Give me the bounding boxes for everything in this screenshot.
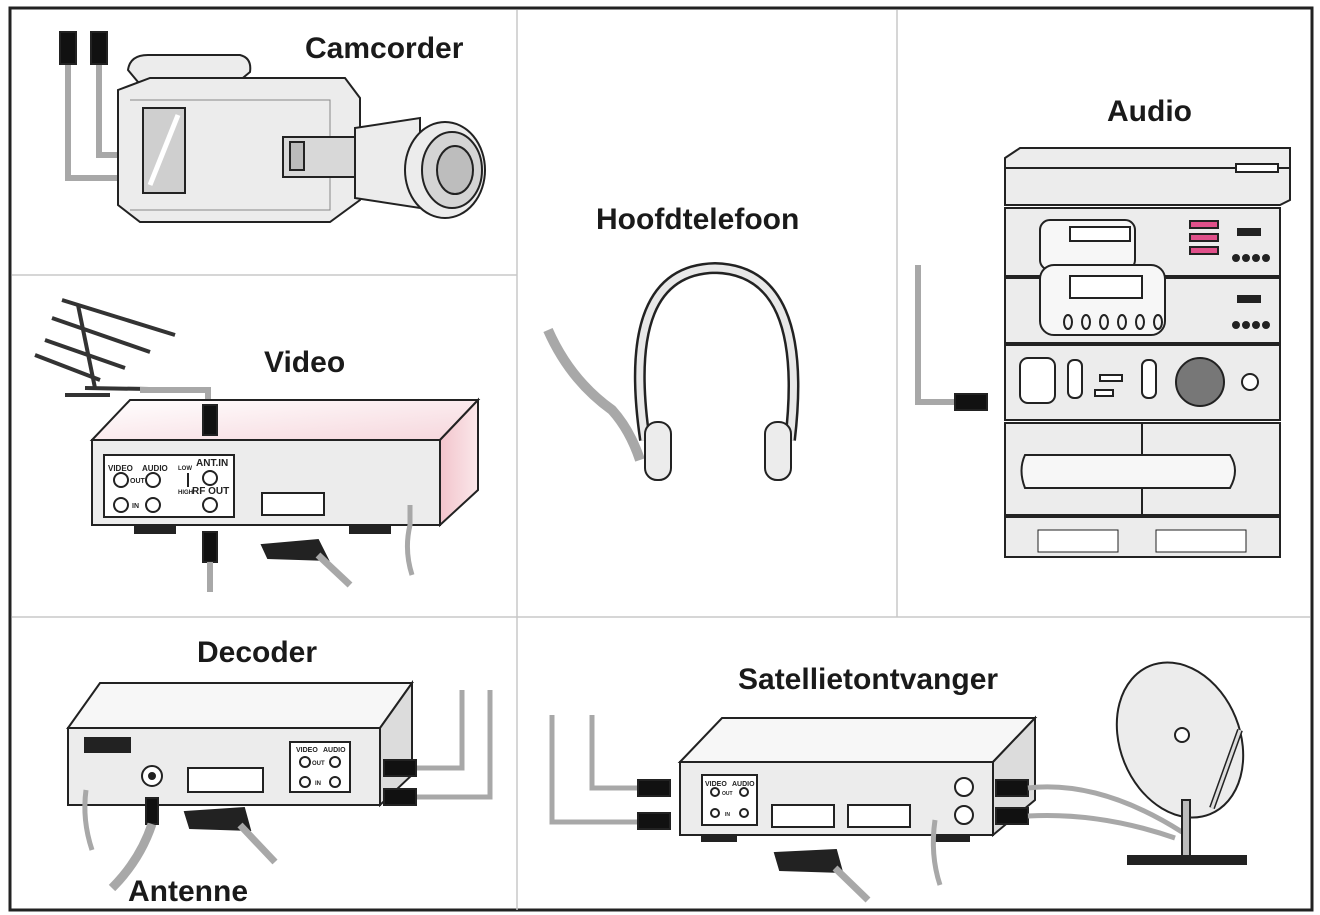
video-panel-text: VIDEO AUDIO OUT IN LOW HIGH ANT.IN RF OU… (108, 458, 229, 510)
sat-panel-video-label: VIDEO (705, 781, 727, 788)
decoder-panel-audio-label: AUDIO (323, 747, 346, 754)
label-satellietontvanger: Satellietontvanger (738, 663, 999, 696)
decoder-panel-text: VIDEO AUDIO OUT IN (296, 747, 346, 787)
headphones-illustration (543, 261, 800, 481)
video-panel-ant-in-label: ANT.IN (196, 458, 228, 469)
sat-panel-text: VIDEO AUDIO OUT IN (705, 781, 755, 818)
decoder-panel-video-label: VIDEO (296, 747, 318, 754)
label-audio: Audio (1107, 95, 1192, 128)
video-panel-out-label: OUT (130, 478, 146, 485)
label-decoder: Decoder (197, 636, 318, 669)
video-panel-video-label: VIDEO (108, 464, 133, 473)
label-hoofdtelefoon: Hoofdtelefoon (596, 203, 800, 236)
label-antenne: Antenne (128, 875, 248, 908)
decoder-panel-in-label: IN (315, 781, 321, 787)
sat-panel-out-label: OUT (722, 791, 733, 797)
decoder-illustration (66, 679, 493, 892)
camcorder-illustration (59, 31, 486, 223)
satellite-receiver-illustration (549, 661, 1247, 903)
video-panel-rf-out-label: RF OUT (192, 486, 229, 497)
audio-system-illustration (915, 147, 1291, 558)
video-panel-in-label: IN (132, 503, 139, 510)
video-recorder-illustration (34, 298, 481, 592)
video-panel-high-label: HIGH (178, 490, 193, 496)
video-panel-audio-label: AUDIO (142, 464, 168, 473)
label-camcorder: Camcorder (305, 32, 464, 65)
decoder-panel-out-label: OUT (312, 761, 325, 767)
video-panel-low-label: LOW (178, 466, 192, 472)
sat-panel-in-label: IN (725, 812, 730, 818)
label-video: Video (264, 346, 346, 379)
sat-panel-audio-label: AUDIO (732, 781, 755, 788)
